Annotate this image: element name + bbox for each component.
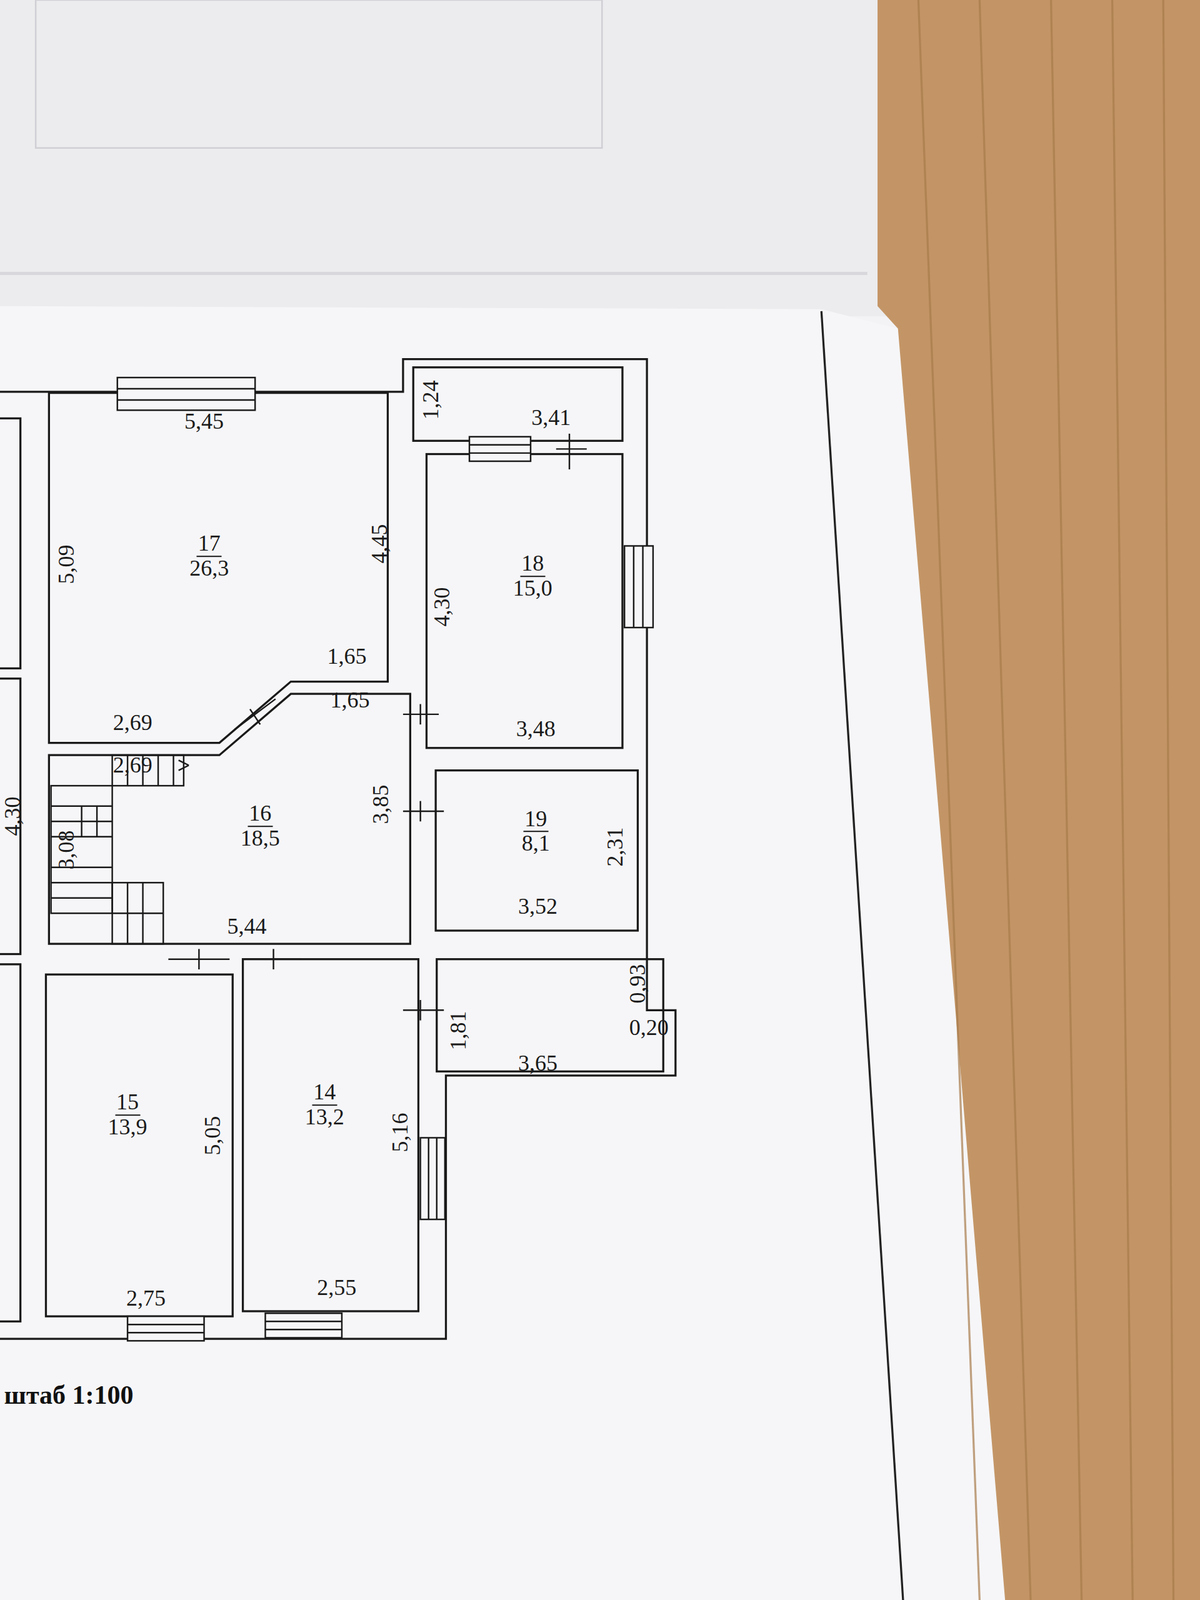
dimension: 0,93	[626, 963, 649, 1004]
room-area: 13,2	[305, 1105, 345, 1130]
stairs	[51, 755, 189, 944]
dimension: 3,65	[518, 1051, 558, 1075]
dimension: 2,31	[603, 827, 627, 867]
page	[0, 306, 1005, 1600]
dimension: 5,16	[388, 1113, 412, 1153]
scale-note: штаб 1:100	[4, 1381, 134, 1409]
dimension: 2,75	[126, 1286, 166, 1310]
room-number: 18	[520, 552, 545, 578]
room-area: 8,1	[521, 832, 550, 857]
dimension: 5,44	[227, 915, 267, 938]
windows	[117, 377, 654, 1341]
margin-line	[821, 311, 904, 1600]
back-sheet-line	[0, 271, 868, 275]
room-box: 1513,9	[108, 1091, 148, 1140]
dimension: 4,30	[430, 587, 454, 627]
desk	[877, 0, 1200, 1600]
back-sheet	[0, 0, 888, 317]
room-area: 15,0	[513, 576, 553, 601]
dimension: 4,45	[368, 524, 391, 564]
room-area: 26,3	[189, 556, 229, 581]
dimension: 2,55	[316, 1276, 357, 1299]
dimension: 2,69	[113, 711, 153, 734]
room-box: 1413,2	[305, 1080, 345, 1130]
dimension: 5,05	[201, 1116, 224, 1156]
dimension: 1,24	[419, 380, 442, 420]
room-box: 198,1	[521, 807, 550, 857]
dimension: 3,52	[518, 895, 558, 918]
dimension: 2,69	[113, 753, 153, 777]
room-number: 17	[196, 531, 222, 557]
dimension: 3,48	[516, 717, 556, 740]
doors	[168, 433, 587, 1021]
dimension: 5,09	[55, 544, 78, 584]
room-area: 18,5	[240, 826, 280, 851]
room-box: 1815,0	[513, 552, 553, 602]
room-number: 14	[311, 1080, 337, 1106]
walls	[0, 359, 676, 1339]
room-number: 15	[115, 1091, 140, 1117]
room-box: 1726,3	[189, 531, 229, 581]
room-box: 1618,5	[240, 802, 280, 852]
dimension: 1,65	[327, 645, 367, 668]
dimension: 3,41	[531, 406, 571, 429]
dimension: 4,30	[1, 796, 24, 837]
dimension: 1,65	[330, 688, 370, 712]
dimension: 0,20	[629, 1016, 669, 1039]
back-sheet-frame	[35, 0, 602, 149]
dimension: 3,08	[55, 830, 78, 870]
wood-grain	[918, 0, 1174, 1600]
room-number: 16	[247, 802, 273, 828]
dimension: 5,45	[184, 410, 224, 433]
room-area: 13,9	[108, 1115, 148, 1140]
dimension: 1,81	[446, 1010, 470, 1050]
dimension: 3,85	[369, 784, 392, 824]
room-number: 19	[523, 807, 549, 833]
